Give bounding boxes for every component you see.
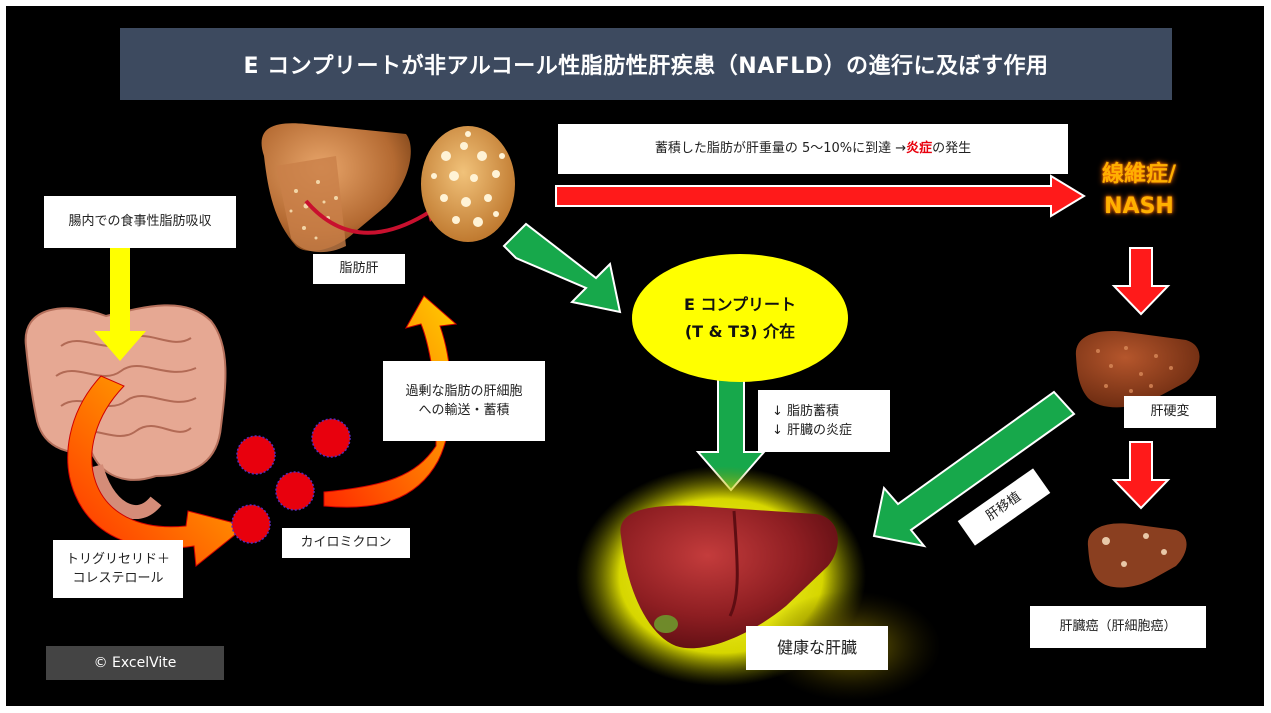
effect-line2: ↓ 肝臓の炎症 [772,423,853,438]
fibrosis-nash-label: 線維症/ NASH [1084,156,1194,219]
liver-cancer-label: 肝臓癌（肝細胞癌） [1030,606,1206,648]
diagram-graphics [24,123,1200,701]
transport-line1: 過剰な脂肪の肝細胞 [405,383,523,399]
transplant-arrow [872,390,1076,548]
fibrosis-line1: 線維症/ [1101,162,1177,187]
fatty-liver-to-intervention-arrow [502,222,622,314]
fatty-liver-illustration [261,123,515,253]
fibrosis-line2: NASH [1104,194,1174,219]
healthy-liver-label: 健康な肝臓 [746,626,888,670]
cirrhosis-liver-illustration [1075,331,1200,408]
chylomicron-to-liver-arrow [323,295,458,508]
intervention-line1: E コンプリート [683,294,797,314]
triglyceride-line2: コレステロール [72,571,164,586]
effect-label: ↓ 脂肪蓄積 ↓ 肝臓の炎症 [758,390,890,452]
fatty-liver-label: 脂肪肝 [313,254,405,284]
inflammation-highlight: 炎症 [906,141,933,157]
cirrhosis-to-cancer-arrow [1111,441,1171,510]
diagram-canvas: E コンプリートが非アルコール性脂肪性肝疾患（NAFLD）の進行に及ぼす作用 腸… [6,6,1264,706]
fibrosis-to-cirrhosis-arrow [1111,247,1171,316]
intervention-oval: E コンプリート (T & T3) 介在 [632,254,848,382]
absorption-label: 腸内での食事性脂肪吸収 [44,196,236,248]
page-title: E コンプリートが非アルコール性脂肪性肝疾患（NAFLD）の進行に及ぼす作用 [120,28,1172,100]
accumulation-suffix: の発生 [932,141,972,157]
intestine-to-chylomicron-arrow [67,375,248,567]
progression-arrow [555,174,1086,218]
copyright-badge: © ExcelVite [46,646,224,680]
triglyceride-label: トリグリセリド＋ コレステロール [53,540,183,598]
transport-label: 過剰な脂肪の肝細胞 への輸送・蓄積 [383,361,545,441]
absorption-arrow [94,246,146,361]
transport-line2: への輸送・蓄積 [418,403,510,418]
effect-line1: ↓ 脂肪蓄積 [772,403,840,419]
accumulation-prefix: 蓄積した脂肪が肝重量の 5〜10%に到達 → [654,141,907,157]
chylomicron-particles [231,418,351,544]
intervention-line2: (T & T3) 介在 [684,322,796,341]
accumulation-label: 蓄積した脂肪が肝重量の 5〜10%に到達 → 炎症の発生 [558,124,1068,174]
chylomicron-label: カイロミクロン [282,528,410,558]
triglyceride-line1: トリグリセリド＋ [65,551,170,567]
cancer-liver-illustration [1087,523,1187,588]
cirrhosis-label: 肝硬変 [1124,396,1216,428]
